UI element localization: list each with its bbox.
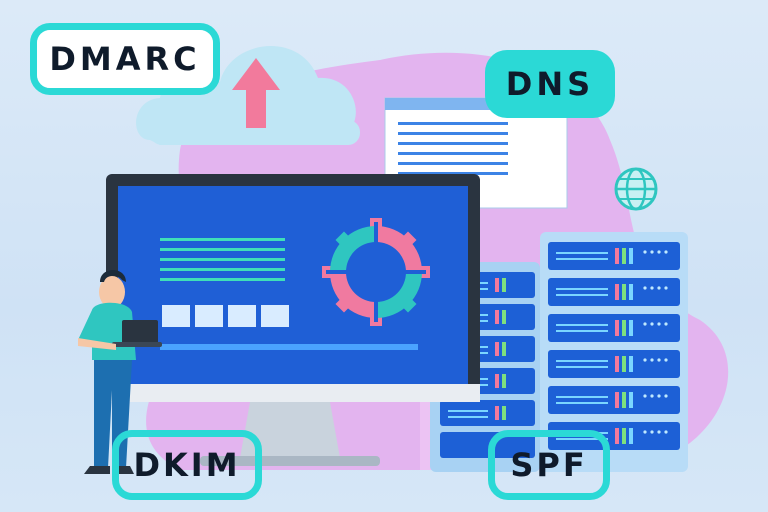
label-dns-inner: DNS: [485, 50, 615, 118]
label-spf-inner: SPF: [495, 437, 603, 493]
label-dkim: DKIM: [112, 430, 262, 500]
label-dmarc-text: DMARC: [49, 40, 201, 78]
label-spf-text: SPF: [510, 446, 588, 484]
label-dmarc: DMARC: [30, 23, 220, 95]
label-dns-text: DNS: [505, 65, 595, 103]
label-spf: SPF: [488, 430, 610, 500]
label-dkim-text: DKIM: [133, 446, 241, 484]
label-dns: DNS: [485, 50, 615, 118]
server-rack-front: [540, 232, 688, 472]
label-dmarc-inner: DMARC: [37, 30, 213, 88]
label-dkim-inner: DKIM: [119, 437, 255, 493]
globe-icon: [614, 167, 658, 211]
cloud-upload-icon: [136, 46, 360, 146]
